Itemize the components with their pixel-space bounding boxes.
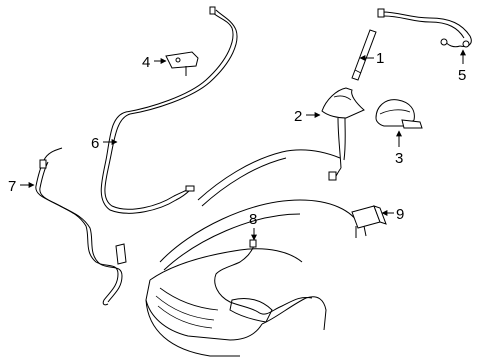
top-right-cable [377, 8, 472, 48]
antenna-bracket [375, 99, 423, 129]
callout-3: 3 [395, 130, 403, 167]
callout-2: 2 [294, 108, 321, 125]
callout-8: 8 [249, 211, 257, 241]
callout-6-label: 6 [91, 135, 99, 152]
callout-3-label: 3 [395, 150, 403, 167]
callout-9: 9 [381, 206, 404, 223]
callout-8-label: 8 [249, 211, 257, 228]
callout-4-label: 4 [142, 54, 150, 71]
callout-1: 1 [359, 50, 384, 67]
long-cable [100, 6, 238, 214]
module-box [351, 205, 387, 238]
callout-1-label: 1 [376, 50, 384, 67]
callout-5: 5 [458, 49, 466, 84]
callout-7: 7 [8, 178, 35, 195]
callout-7-label: 7 [8, 178, 16, 195]
vehicle-front [145, 149, 361, 357]
callout-2-label: 2 [294, 108, 302, 125]
callout-4: 4 [142, 54, 167, 71]
callout-6: 6 [91, 135, 118, 152]
callout-9-label: 9 [396, 206, 404, 223]
left-cable [35, 147, 127, 306]
mounting-bracket [165, 51, 199, 76]
antenna-mast [351, 29, 377, 81]
callout-5-label: 5 [458, 67, 466, 84]
shark-fin-antenna [321, 87, 365, 181]
